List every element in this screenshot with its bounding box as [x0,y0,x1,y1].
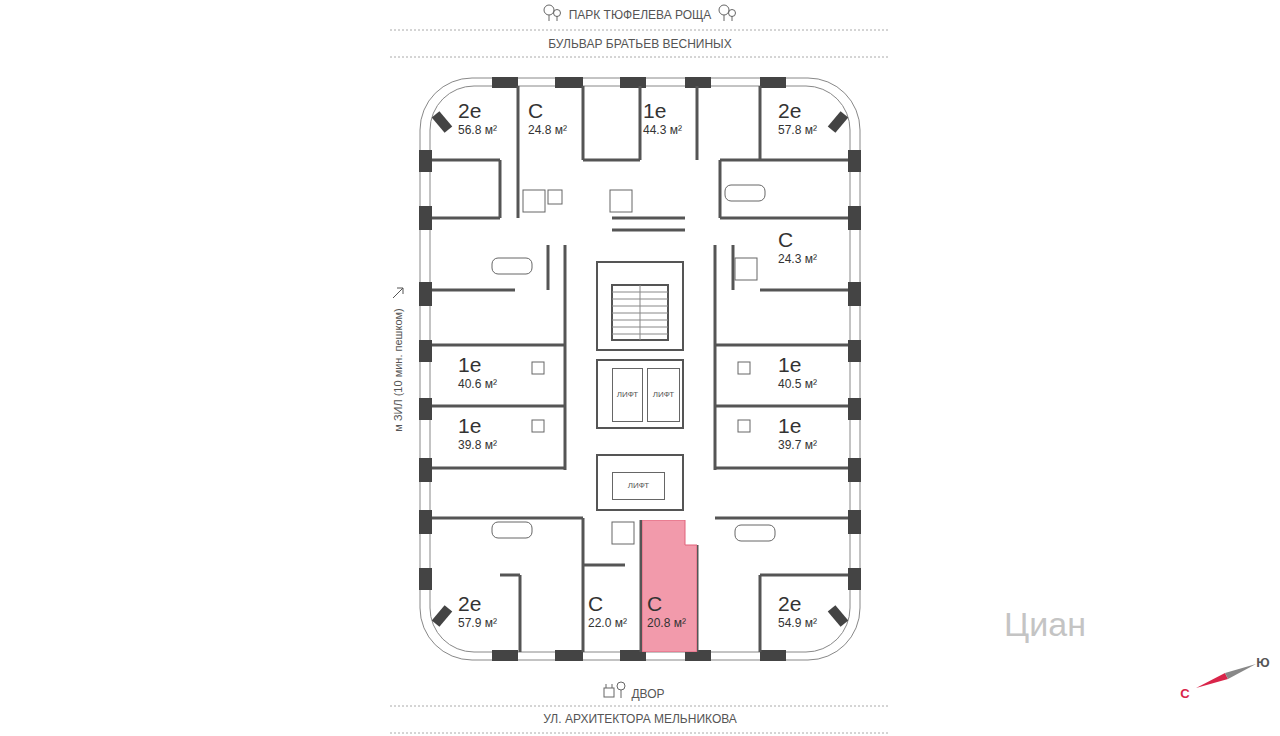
lift-box: ЛИФТ [612,472,665,500]
unit-area: 24.3 м² [778,252,857,266]
lift-box: ЛИФТ [612,368,643,422]
compass-south: Ю [1256,655,1269,670]
building-outline [420,78,860,660]
unit-area: 57.8 м² [778,123,857,137]
apartment-unit: 1е44.3 м² [583,85,697,215]
unit-type: 2е [458,592,520,616]
unit-type: 1е [643,99,697,123]
apartment-unit: 2е57.8 м² [697,85,857,215]
apartment-unit: С22.0 м² [584,520,640,652]
unit-type: 2е [778,592,855,616]
street-line [390,30,890,733]
apartment-unit: С20.8 м² [642,520,697,652]
park-name: ПАРК ТЮФЕЛЕВА РОЩА [569,8,712,22]
lift-label: ЛИФТ [653,390,675,400]
street-name: БУЛЬВАР БРАТЬЕВ ВЕСНИНЫХ [548,37,731,51]
apartment-unit: 2е56.8 м² [430,85,518,215]
unit-area: 44.3 м² [643,123,697,137]
street-name: УЛ. АРХИТЕКТОРА МЕЛЬНИКОВА [543,712,737,726]
unit-type: 1е [458,353,565,377]
unit-area: 40.5 м² [778,377,857,391]
apartment-unit: 1е39.7 м² [715,408,857,468]
watermark: Циан [1004,605,1086,644]
tree-icon [544,5,736,21]
lift-label: ЛИФТ [617,390,639,400]
yard-icon [604,682,625,698]
apartment-unit: 1е39.8 м² [430,408,565,468]
stair-core [597,262,683,510]
unit-area: 24.8 м² [528,123,583,137]
unit-type: 2е [458,99,518,123]
apartment-unit: 2е57.9 м² [432,520,520,652]
stair-steps [612,285,668,340]
unit-area: 22.0 м² [588,616,640,630]
yard-label: ДВОР [631,687,664,701]
apartment-unit: 2е54.9 м² [761,520,855,652]
unit-area: 39.7 м² [778,438,857,452]
unit-area: 40.6 м² [458,377,565,391]
unit-type: С [647,592,697,616]
metro-note: м ЗИЛ (10 мин. пешком) [392,308,404,431]
unit-type: 1е [778,414,857,438]
unit-area: 39.8 м² [458,438,565,452]
compass [1196,664,1256,688]
apartment-unit: 1е40.5 м² [715,347,857,405]
unit-area: 54.9 м² [778,616,855,630]
wall-pillar [419,77,861,661]
direction-arrow [393,288,403,298]
unit-type: 2е [778,99,857,123]
unit-area: 57.9 м² [458,616,520,630]
apartment-unit: 1е40.6 м² [430,347,565,405]
unit-type: С [528,99,583,123]
compass-north: С [1180,686,1189,701]
highlight-shape [642,520,697,652]
lift-label: ЛИФТ [628,481,650,491]
unit-area: 20.8 м² [647,616,697,630]
unit-type: С [778,228,857,252]
unit-type: С [588,592,640,616]
unit-type: 1е [778,353,857,377]
bathroom-fixture [492,185,775,562]
apartment-unit: С24.3 м² [715,220,857,330]
unit-type: 1е [458,414,565,438]
lift-box: ЛИФТ [647,368,680,422]
apartment-unit: С24.8 м² [518,85,583,215]
unit-area: 56.8 м² [458,123,518,137]
